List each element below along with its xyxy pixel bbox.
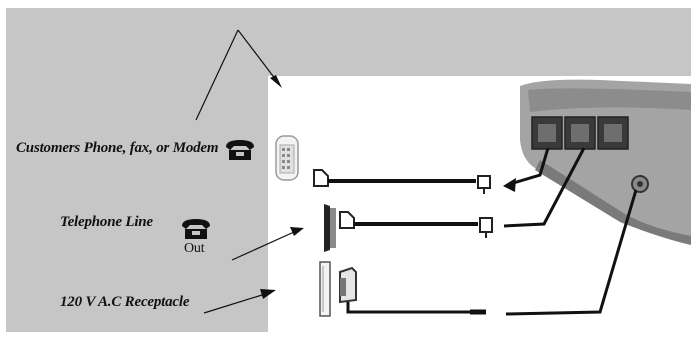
power-cord bbox=[346, 302, 480, 314]
callout-arrow-outlet bbox=[203, 289, 276, 314]
label-customers-phone: Customers Phone, fax, or Modem bbox=[16, 140, 219, 156]
phone-wall-jack-icon bbox=[324, 204, 355, 252]
connection-arrow-phone bbox=[503, 147, 550, 192]
phone-plug-2 bbox=[477, 175, 491, 194]
left-white-border bbox=[0, 0, 6, 341]
callout-arrow-line bbox=[231, 227, 304, 261]
label-telephone-line: Telephone Line bbox=[60, 214, 153, 230]
phone-plug-3 bbox=[479, 217, 493, 238]
power-outlet-icon bbox=[319, 261, 357, 317]
connection-line-jack bbox=[503, 147, 586, 228]
router-device-icon bbox=[520, 79, 691, 245]
telephone-device-icon bbox=[275, 135, 299, 181]
telephone-icon bbox=[182, 219, 210, 239]
top-white-border bbox=[0, 0, 691, 8]
label-out: Out bbox=[184, 241, 205, 256]
label-receptacle: 120 V A.C Receptacle bbox=[60, 294, 190, 310]
bottom-white-border bbox=[0, 332, 691, 341]
telephone-icon bbox=[226, 140, 254, 160]
callout-arrow-top bbox=[195, 29, 282, 121]
connection-line-power bbox=[505, 189, 638, 316]
